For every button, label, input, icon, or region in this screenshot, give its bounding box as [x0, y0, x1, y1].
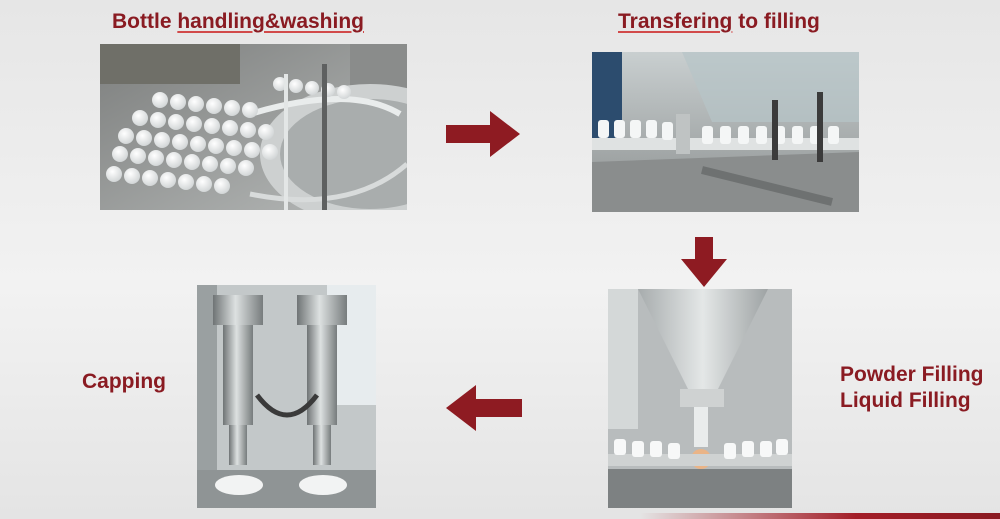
photo-transfer-filling: [592, 52, 859, 212]
arrow-right-icon: [446, 111, 520, 157]
transfer-title-part1: Transfering: [618, 10, 733, 33]
arrow-down-icon: [681, 237, 727, 287]
decorative-bottom-stripe: [640, 513, 1000, 519]
arrow-left-icon: [446, 385, 522, 431]
capping-title: Capping: [82, 370, 166, 393]
photo-powder-liquid-filling: [608, 289, 792, 508]
step-label-capping: Capping: [82, 369, 166, 395]
step-label-washing: Bottle handling&washing: [112, 9, 364, 35]
filling-line-liquid: Liquid Filling: [840, 389, 971, 412]
photo-bottle-washing: [100, 44, 407, 210]
transfer-title-part2: to filling: [732, 10, 820, 33]
filling-line-powder: Powder Filling: [840, 363, 984, 386]
step-label-transfer: Transfering to filling: [618, 9, 820, 35]
washing-title-part1: Bottle: [112, 10, 178, 33]
washing-title-part2: handling&washing: [177, 10, 364, 33]
photo-capping: [197, 285, 376, 508]
step-label-filling: Powder Filling Liquid Filling: [840, 362, 984, 414]
